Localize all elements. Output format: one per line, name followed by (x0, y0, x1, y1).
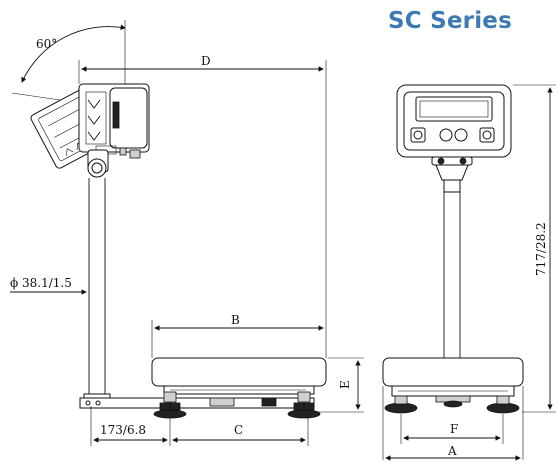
dimension-e-label: E (338, 380, 352, 389)
pivot-joint (87, 149, 109, 178)
side-view: 60° (10, 20, 364, 446)
dimension-a: A (382, 386, 524, 461)
pillar-diameter-label: ϕ 38.1/1.5 (10, 276, 72, 290)
dimension-d-label: D (201, 54, 211, 68)
dimension-b: B (151, 313, 324, 358)
dimension-height: 717/28.2 (513, 84, 556, 413)
height-label: 717/28.2 (534, 222, 548, 276)
tilt-angle-indicator: 60° (11, 20, 126, 101)
front-indicator-head (396, 84, 512, 158)
dimension-c: C (172, 418, 309, 446)
side-platform (79, 357, 327, 409)
foot-offset-label: 173/6.8 (100, 423, 146, 437)
front-bracket (431, 156, 473, 193)
front-pillar (443, 192, 461, 358)
dimension-c-label: C (234, 423, 243, 437)
dimension-e: E (318, 357, 364, 413)
angle-label: 60° (36, 37, 57, 51)
dimension-b-label: B (231, 313, 240, 327)
dimension-foot-offset: 173/6.8 (90, 406, 171, 446)
front-platform (382, 357, 524, 403)
series-title: SC Series (388, 8, 512, 34)
front-view: 717/28.2 F A (382, 84, 556, 461)
pillar (83, 178, 111, 403)
side-feet (153, 391, 321, 419)
indicator-head (78, 83, 150, 159)
dimension-f-label: F (450, 422, 458, 436)
front-feet (384, 395, 520, 414)
dimension-f: F (400, 414, 504, 444)
dimension-a-label: A (447, 444, 457, 458)
pillar-diameter-dimension: ϕ 38.1/1.5 (10, 276, 87, 295)
dimension-d: D (78, 54, 327, 358)
